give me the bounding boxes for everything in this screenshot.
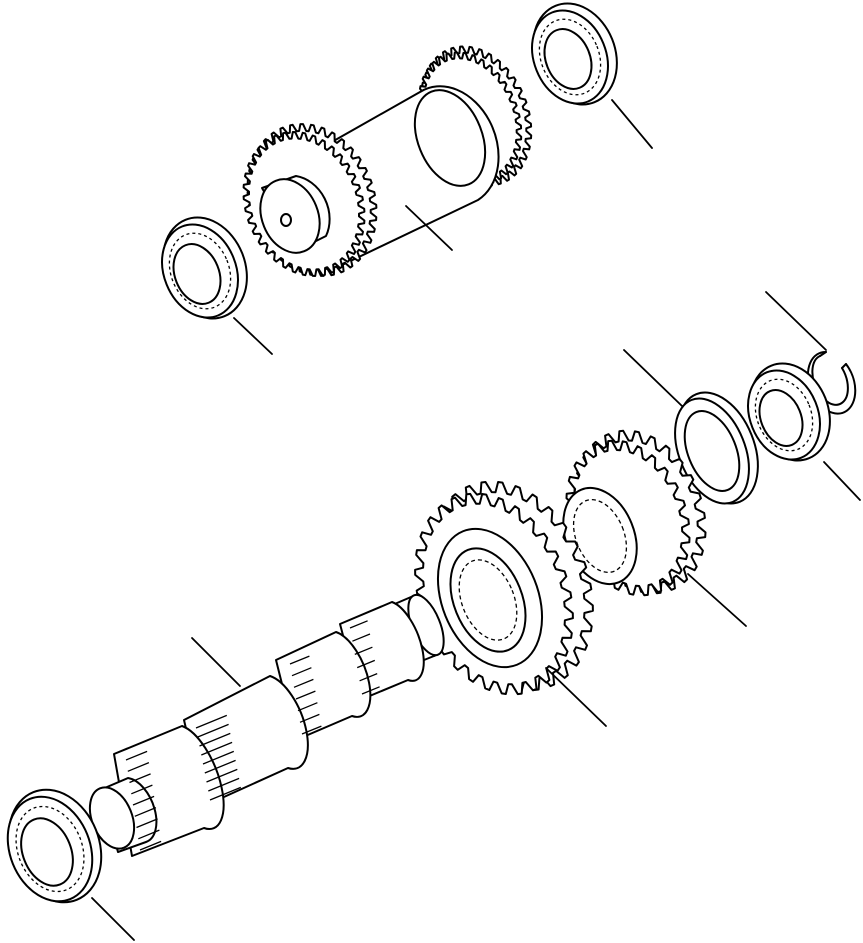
spline-line bbox=[301, 725, 322, 735]
spline-line bbox=[349, 620, 368, 629]
spline-line bbox=[202, 750, 235, 765]
leader-line bbox=[823, 461, 861, 501]
leader-line bbox=[405, 205, 453, 251]
spline-line bbox=[206, 768, 238, 783]
spline-line bbox=[195, 714, 228, 729]
spline-line bbox=[356, 659, 376, 669]
spline-line bbox=[209, 786, 242, 801]
spline-line bbox=[361, 686, 380, 695]
main-shaft bbox=[88, 593, 445, 857]
spline-line bbox=[297, 702, 318, 712]
spline-line bbox=[201, 741, 233, 756]
main-shaft-splines bbox=[125, 620, 380, 851]
leader-line bbox=[545, 667, 607, 727]
leader-lines bbox=[91, 99, 861, 941]
spline-line bbox=[293, 678, 314, 688]
spline-line bbox=[134, 806, 157, 817]
upper-left-bearing bbox=[161, 216, 248, 320]
spline-line bbox=[129, 773, 151, 784]
spline-line bbox=[139, 840, 162, 851]
upper-shaft-hub bbox=[259, 175, 331, 254]
spline-line bbox=[299, 713, 320, 723]
lower-large-gear-hub bbox=[436, 527, 544, 669]
leader-line bbox=[233, 317, 273, 355]
lower-left-bearing bbox=[6, 788, 103, 904]
leader-line bbox=[687, 573, 747, 627]
spline-line bbox=[295, 690, 316, 700]
spline-line bbox=[138, 829, 160, 840]
upper-right-bearing bbox=[531, 2, 618, 106]
spline-line bbox=[125, 750, 148, 761]
spline-line bbox=[197, 723, 229, 738]
spline-line bbox=[132, 795, 155, 806]
spline-line bbox=[289, 655, 310, 665]
spline-line bbox=[352, 633, 371, 642]
spline-line bbox=[131, 784, 153, 795]
leader-line bbox=[623, 349, 683, 407]
spline-line bbox=[127, 761, 150, 772]
leader-line bbox=[191, 637, 241, 687]
spline-line bbox=[208, 777, 240, 792]
spline-line bbox=[354, 646, 373, 656]
spline-line bbox=[204, 759, 236, 774]
spline-line bbox=[291, 667, 312, 677]
spline-line bbox=[199, 732, 231, 747]
leader-line bbox=[91, 897, 135, 941]
spline-line bbox=[359, 672, 378, 682]
leader-line bbox=[765, 291, 827, 351]
leader-line bbox=[611, 99, 653, 149]
thrust-washer bbox=[674, 391, 759, 505]
lower-right-bearing bbox=[747, 362, 831, 462]
spline-line bbox=[136, 818, 158, 829]
